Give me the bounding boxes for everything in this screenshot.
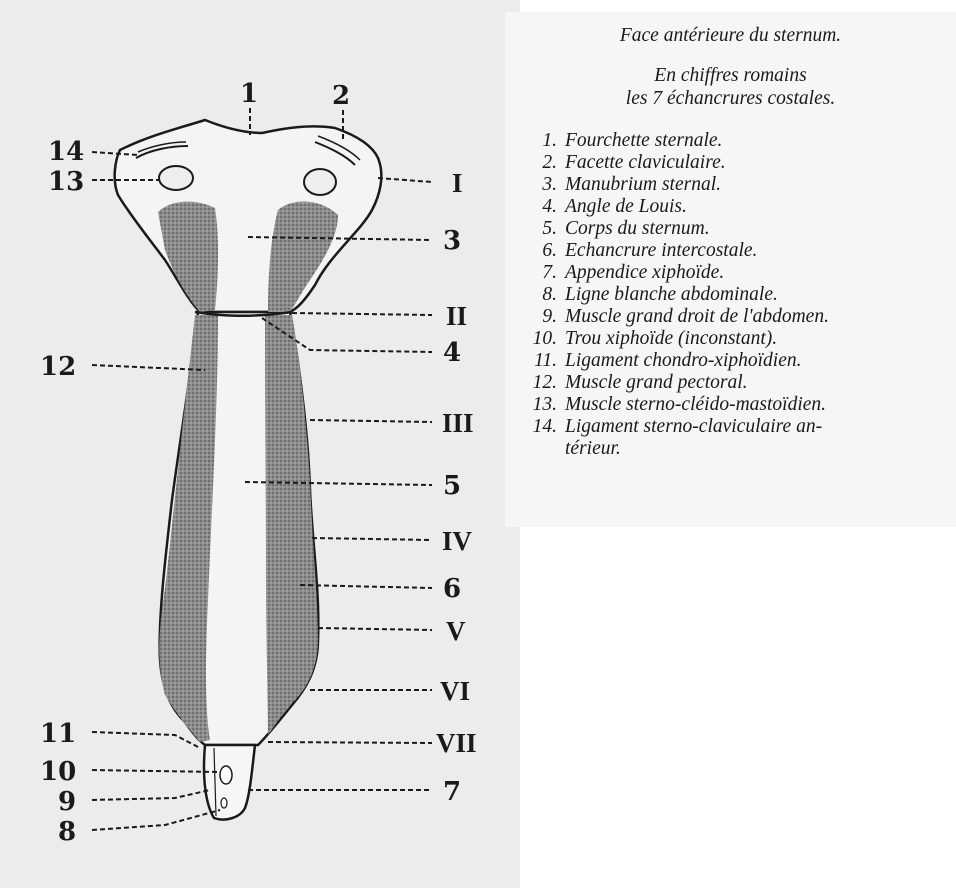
legend-item: 6.Echancrure intercostale.: [505, 240, 956, 262]
legend-item-number: 5.: [505, 218, 565, 240]
label-6: 6: [443, 574, 461, 604]
legend-item: 13.Muscle sterno-cléido-mastoïdien.: [505, 394, 956, 416]
legend-item-text: Ligament chondro-xiphoïdien.: [565, 350, 802, 372]
legend-item: 10.Trou xiphoïde (inconstant).: [505, 328, 956, 350]
caption-subtitle-1: En chiffres romains: [505, 65, 956, 87]
legend-item: 14.Ligament sterno-claviculaire an-: [505, 416, 956, 438]
legend-item-text: Corps du sternum.: [565, 218, 710, 240]
legend-item-number: 8.: [505, 284, 565, 306]
legend-item-text: Echancrure intercostale.: [565, 240, 757, 262]
legend-item-text: térieur.: [565, 438, 621, 460]
legend-item-text: Manubrium sternal.: [565, 174, 721, 196]
legend-item-text: Appendice xiphoïde.: [565, 262, 724, 284]
legend-item-text: Angle de Louis.: [565, 196, 687, 218]
legend-item-number: 14.: [505, 416, 565, 438]
legend-item-number: 12.: [505, 372, 565, 394]
legend-item-number: 10.: [505, 328, 565, 350]
legend-item-text: Muscle grand pectoral.: [565, 372, 748, 394]
legend-item: 1.Fourchette sternale.: [505, 130, 956, 152]
legend-item-number: 3.: [505, 174, 565, 196]
leader-8: [92, 810, 220, 830]
label-12: 12: [40, 352, 76, 382]
legend-item-number: 11.: [505, 350, 565, 372]
caption-title: Face antérieure du sternum.: [505, 25, 956, 47]
manubrium: [115, 120, 382, 312]
xiphoid-foramen: [220, 766, 232, 784]
legend-item-text: Fourchette sternale.: [565, 130, 722, 152]
legend-item-text: Muscle grand droit de l'abdomen.: [565, 306, 829, 328]
label-7: 7: [443, 777, 461, 807]
label-14: 14: [48, 137, 84, 167]
label-9: 9: [58, 787, 76, 817]
legend-item: 12.Muscle grand pectoral.: [505, 372, 956, 394]
legend-list: 1.Fourchette sternale.2.Facette clavicul…: [505, 130, 956, 460]
leader-9: [92, 790, 210, 800]
label-1: 1: [240, 79, 258, 109]
legend-item-text: Ligne blanche abdominale.: [565, 284, 778, 306]
legend-item-number: 13.: [505, 394, 565, 416]
label-11: 11: [40, 719, 76, 749]
label-notch-VI: VI: [440, 676, 470, 706]
scm-insertion-left: [159, 166, 193, 190]
label-3: 3: [443, 226, 461, 256]
legend-item-number: [505, 438, 565, 460]
label-notch-VII: VII: [436, 728, 477, 758]
leader-6: [300, 585, 432, 588]
label-10: 10: [40, 757, 76, 787]
leader-IV: [312, 538, 432, 540]
legend-item-number: 7.: [505, 262, 565, 284]
legend-item: 4.Angle de Louis.: [505, 196, 956, 218]
caption-subtitle-2: les 7 échancrures costales.: [505, 88, 956, 110]
legend-item-number: 4.: [505, 196, 565, 218]
leader-V: [318, 628, 432, 630]
label-4: 4: [443, 338, 461, 368]
legend-item-number: 9.: [505, 306, 565, 328]
legend-item: 9.Muscle grand droit de l'abdomen.: [505, 306, 956, 328]
label-notch-V: V: [446, 616, 466, 646]
legend-item-number: 6.: [505, 240, 565, 262]
legend-item-text: Ligament sterno-claviculaire an-: [565, 416, 822, 438]
legend-item: 7.Appendice xiphoïde.: [505, 262, 956, 284]
legend-item: 11.Ligament chondro-xiphoïdien.: [505, 350, 956, 372]
leader-12: [92, 365, 205, 370]
legend-item: 8.Ligne blanche abdominale.: [505, 284, 956, 306]
label-2: 2: [332, 81, 350, 111]
label-notch-III: III: [442, 408, 474, 438]
label-13: 13: [48, 167, 84, 197]
muscle-band-right-body: [265, 315, 318, 735]
legend-item: 5.Corps du sternum.: [505, 218, 956, 240]
leader-II: [292, 313, 432, 315]
label-notch-II: II: [446, 301, 467, 331]
legend-item-text: Muscle sterno-cléido-mastoïdien.: [565, 394, 826, 416]
label-notch-IV: IV: [442, 526, 473, 556]
legend-item-number: 2.: [505, 152, 565, 174]
legend-item-text: Trou xiphoïde (inconstant).: [565, 328, 777, 350]
label-8: 8: [58, 817, 76, 847]
leader-VII: [268, 742, 432, 743]
legend-item-text: Facette claviculaire.: [565, 152, 726, 174]
legend-item-number: 1.: [505, 130, 565, 152]
xiphoid-small-hole: [221, 798, 227, 808]
label-5: 5: [443, 471, 461, 501]
leader-10: [92, 770, 218, 772]
legend-item: térieur.: [505, 438, 956, 460]
label-notch-I: I: [452, 168, 463, 198]
leader-III: [310, 420, 432, 422]
leader-I: [378, 178, 432, 182]
legend-item: 3.Manubrium sternal.: [505, 174, 956, 196]
legend-item: 2.Facette claviculaire.: [505, 152, 956, 174]
scm-insertion-right: [304, 169, 336, 195]
leader-11: [92, 732, 200, 748]
